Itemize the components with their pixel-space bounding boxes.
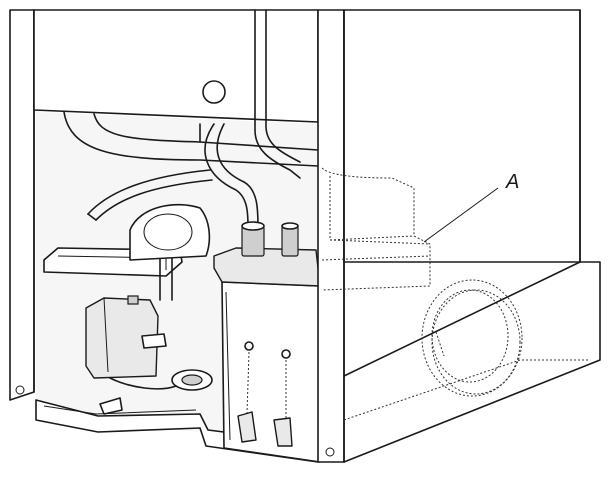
access-hole	[202, 80, 226, 104]
pipes	[87, 9, 301, 229]
callout-label-a: A	[505, 171, 519, 193]
motor-block	[85, 295, 213, 415]
terminal-box	[213, 221, 321, 463]
hidden-compressor	[321, 167, 431, 291]
screw-icon	[325, 447, 335, 457]
left-side-panel	[9, 9, 35, 401]
screw-icon	[15, 385, 25, 395]
right-side-panel	[317, 9, 601, 463]
upper-back-panel	[33, 9, 319, 123]
callout-leader-line	[423, 187, 499, 243]
fan-housing	[129, 203, 211, 261]
hidden-coil	[343, 279, 590, 421]
inner-duct	[63, 111, 319, 167]
clip-icon	[127, 295, 139, 305]
